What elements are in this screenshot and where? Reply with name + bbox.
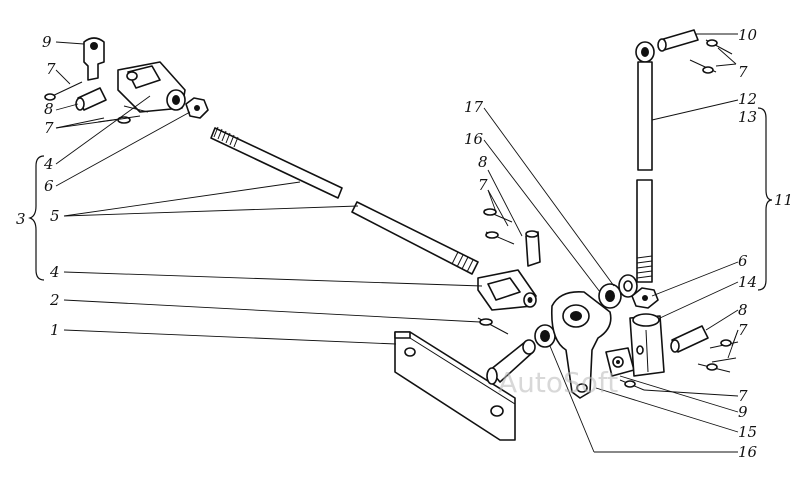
vertical-rod	[635, 41, 655, 283]
callout-7-low-right: 7	[738, 387, 748, 405]
callout-7-top-right: 7	[738, 63, 748, 81]
callout-3: 3	[16, 210, 26, 228]
callout-8-mid: 8	[478, 153, 488, 171]
lever-arm	[550, 290, 612, 399]
group-braces	[28, 107, 773, 291]
callout-16-bottom: 16	[738, 443, 758, 461]
upper-rod	[210, 126, 343, 199]
callout-numbers: 9 7 8 7 4 6 3 5 4 2 1 17 16 8 7 10 7 12 …	[16, 26, 793, 461]
pin-10	[657, 29, 699, 52]
cotter-pins-top-right	[689, 39, 733, 74]
washer-and-bushing-upper	[598, 274, 638, 309]
callout-16-top: 16	[464, 130, 484, 148]
callout-7-a: 7	[46, 60, 56, 78]
callout-4-bottom: 4	[49, 263, 60, 281]
callout-7-mid: 7	[478, 176, 488, 194]
callout-1: 1	[50, 321, 60, 339]
callout-15: 15	[738, 423, 757, 441]
callout-6-left: 6	[44, 177, 54, 195]
callout-7-b: 7	[44, 119, 54, 137]
leader-lines	[55, 33, 739, 453]
callout-9-top: 9	[42, 33, 52, 51]
callout-12: 12	[738, 90, 757, 108]
callout-9-bottom: 9	[738, 403, 748, 421]
lower-rod	[351, 201, 479, 275]
callout-2: 2	[49, 291, 60, 309]
yoke-top-left	[83, 37, 105, 81]
callout-4-top: 4	[43, 155, 54, 173]
callout-11: 11	[774, 191, 793, 209]
clevis-lower	[477, 269, 537, 311]
lock-nut-left	[185, 97, 209, 119]
pin-top-left	[75, 87, 107, 111]
watermark: AutoSoft	[498, 366, 618, 399]
callout-8-right: 8	[738, 301, 748, 319]
clevis-right	[629, 313, 665, 377]
clevis-upper	[117, 61, 186, 113]
bushing-left	[534, 324, 556, 348]
callout-13: 13	[738, 108, 757, 126]
callout-5: 5	[50, 207, 60, 225]
mounting-plate	[394, 331, 536, 441]
callout-14: 14	[738, 273, 757, 291]
callout-8-left: 8	[44, 100, 54, 118]
cotter-pin-2	[477, 317, 509, 335]
callout-6-right: 6	[738, 252, 748, 270]
callout-17: 17	[464, 98, 484, 116]
callout-10: 10	[738, 26, 758, 44]
lock-nut-right	[631, 287, 659, 309]
pin-mid	[483, 208, 541, 267]
yoke-bottom-right	[605, 347, 635, 377]
pin-right	[619, 325, 739, 391]
callout-7-right: 7	[738, 321, 748, 339]
